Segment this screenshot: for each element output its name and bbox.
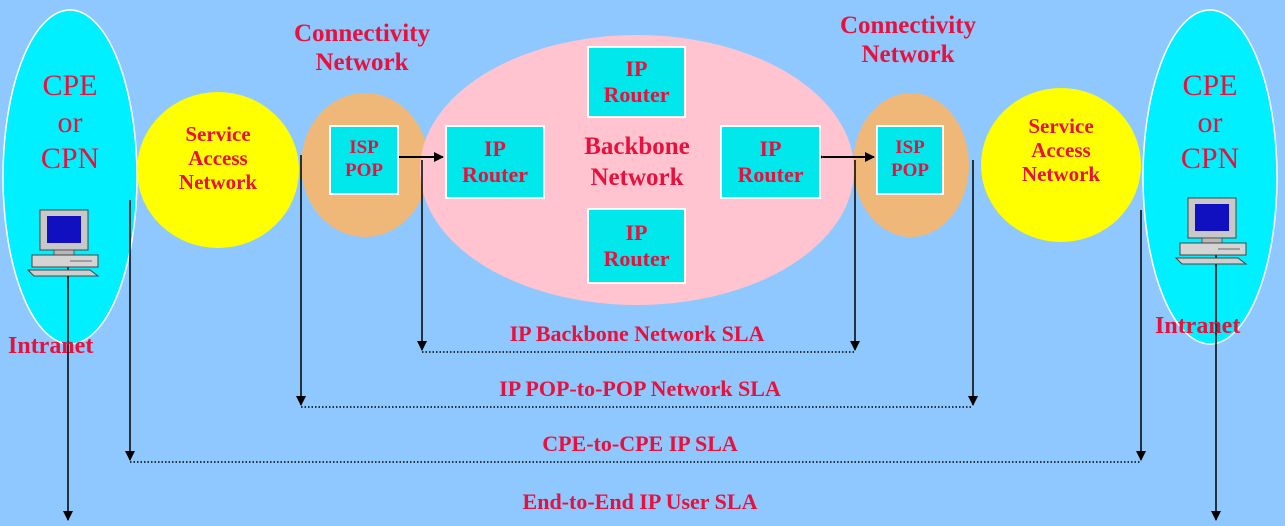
intranet-right-label: Intranet — [1155, 313, 1241, 339]
pop-to-pop-sla-bracket — [296, 155, 978, 408]
backbone-sla-bracket — [417, 160, 860, 353]
left-computer-icon — [26, 209, 100, 277]
access-network-left-ellipse — [137, 92, 299, 248]
backbone-network-ellipse — [420, 35, 854, 305]
backbone-sla-label: IP Backbone Network SLA — [509, 321, 765, 346]
right-computer-icon — [1174, 197, 1248, 265]
cpe-to-cpe-sla-label: CPE-to-CPE IP SLA — [542, 431, 738, 456]
intranet-left-label: Intranet — [8, 333, 94, 359]
cpe-right-ellipse — [1142, 9, 1278, 345]
access-network-right-ellipse — [981, 88, 1141, 242]
cpe-to-cpe-sla-bracket — [125, 200, 1146, 463]
end-to-end-sla-label: End-to-End IP User SLA — [522, 489, 758, 514]
pop-to-pop-sla-label: IP POP-to-POP Network SLA — [499, 376, 781, 401]
